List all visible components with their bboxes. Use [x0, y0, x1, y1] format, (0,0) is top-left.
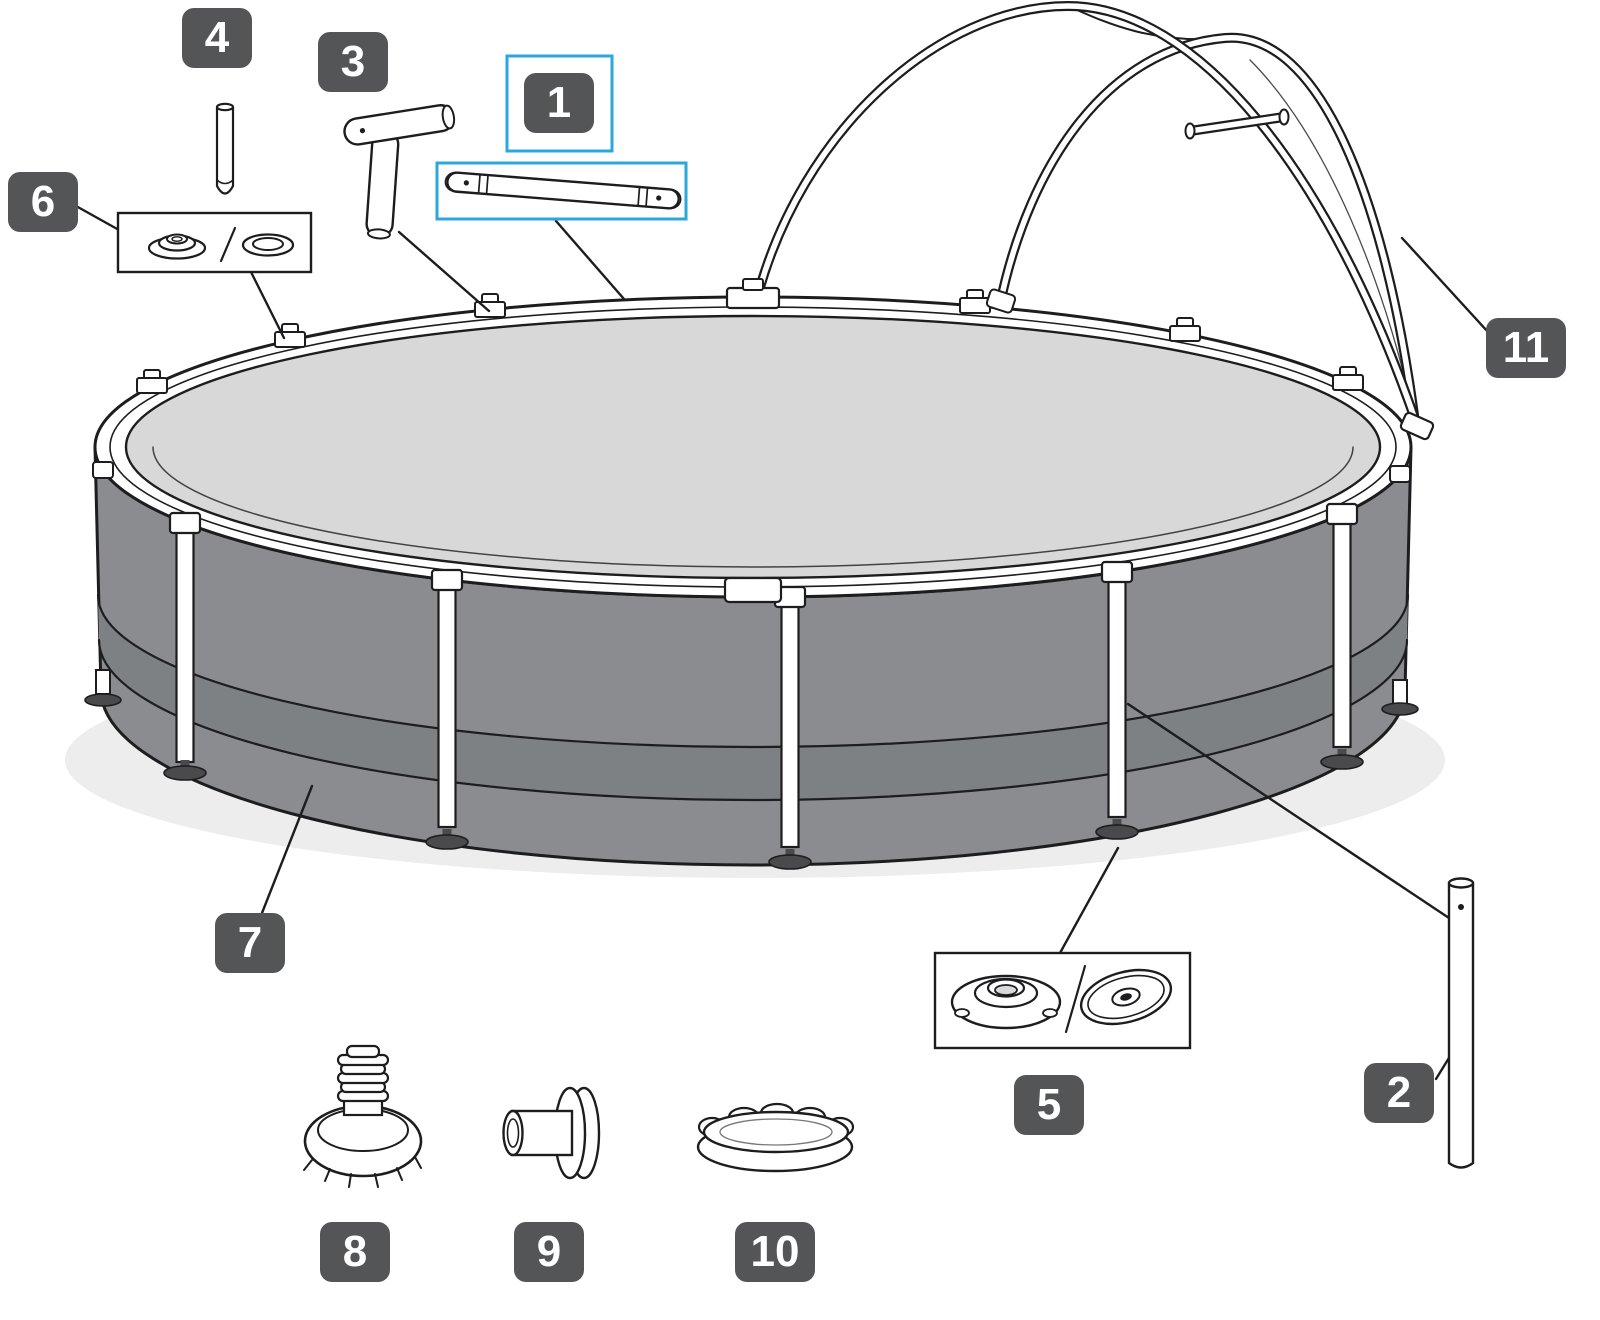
- part-4-drawing[interactable]: [215, 102, 235, 195]
- part-badge-11[interactable]: 11: [1486, 318, 1566, 378]
- leg-foot: [425, 834, 469, 850]
- leader-6a: [74, 204, 121, 232]
- leg-bracket: [1325, 502, 1359, 526]
- pool-leg: [1381, 465, 1419, 716]
- leg-foot: [1320, 754, 1364, 770]
- leader-7: [260, 784, 314, 915]
- pool-illustration: [84, 289, 1419, 870]
- pool-water-surface: [124, 314, 1382, 580]
- canopy-base-clamp: [1399, 411, 1435, 441]
- leader-5: [1058, 846, 1120, 955]
- leader-11: [1400, 236, 1490, 334]
- part-badge-7[interactable]: 7: [215, 913, 285, 973]
- leg-foot: [163, 765, 207, 781]
- part-badge-10[interactable]: 10: [735, 1222, 815, 1282]
- rail-clip: [136, 369, 168, 394]
- part-badge-2[interactable]: 2: [1364, 1063, 1434, 1123]
- badge-1-highlight-box: [505, 54, 614, 153]
- part-badge-9[interactable]: 9: [514, 1222, 584, 1282]
- pool-leg: [1095, 560, 1139, 840]
- leader-lines: [74, 204, 1490, 1081]
- part-1-highlight-box: [435, 161, 688, 221]
- leg-foot: [84, 693, 122, 707]
- leader-2a: [1126, 702, 1454, 922]
- leg-bracket: [1100, 560, 1134, 584]
- pool-leg: [425, 568, 469, 850]
- pool-wall-band: [98, 595, 1408, 800]
- part-10-drawing[interactable]: [696, 1102, 855, 1173]
- part-8-drawing[interactable]: [303, 1044, 423, 1188]
- part-badge-6[interactable]: 6: [8, 172, 78, 232]
- rail-clip: [1169, 317, 1201, 342]
- pool-leg: [1320, 502, 1364, 770]
- part-2-drawing[interactable]: [1447, 877, 1475, 1169]
- canopy-rim-sleeve: [985, 288, 1017, 314]
- pool-leg: [163, 511, 207, 781]
- rail-clip: [474, 293, 506, 318]
- leg-foot: [1381, 702, 1419, 716]
- leg-foot: [768, 854, 812, 870]
- leader-6b: [249, 270, 286, 340]
- leader-1: [554, 219, 626, 301]
- part-badge-1[interactable]: 1: [524, 73, 594, 133]
- rail-clip: [959, 289, 991, 314]
- part-1-drawing[interactable]: [444, 171, 682, 210]
- part-6-drawing[interactable]: [116, 211, 313, 274]
- part-3-drawing[interactable]: [343, 103, 456, 240]
- leg-bracket: [1389, 465, 1411, 483]
- pool-leg: [768, 585, 812, 870]
- canopy-fabric-seam: [1249, 59, 1411, 401]
- leader-3: [397, 230, 491, 313]
- part-5-drawing[interactable]: [933, 951, 1192, 1050]
- pool-inner-edge: [152, 446, 1354, 568]
- part-badge-3[interactable]: 3: [318, 32, 388, 92]
- part-11-canopy-drawing[interactable]: [725, 0, 1435, 441]
- rail-clip: [1332, 366, 1364, 391]
- pool-leg: [84, 461, 122, 707]
- leg-bracket: [92, 461, 114, 479]
- part-badge-5[interactable]: 5: [1014, 1075, 1084, 1135]
- part-badge-4[interactable]: 4: [182, 8, 252, 68]
- rail-joint-plate: [723, 576, 783, 604]
- canopy-rim-mount: [742, 278, 764, 291]
- part-badge-8[interactable]: 8: [320, 1222, 390, 1282]
- part-9-drawing[interactable]: [502, 1086, 601, 1180]
- selection-highlight: [435, 54, 688, 221]
- leg-foot: [1095, 824, 1139, 840]
- leg-bracket: [430, 568, 464, 592]
- leg-bracket: [168, 511, 202, 535]
